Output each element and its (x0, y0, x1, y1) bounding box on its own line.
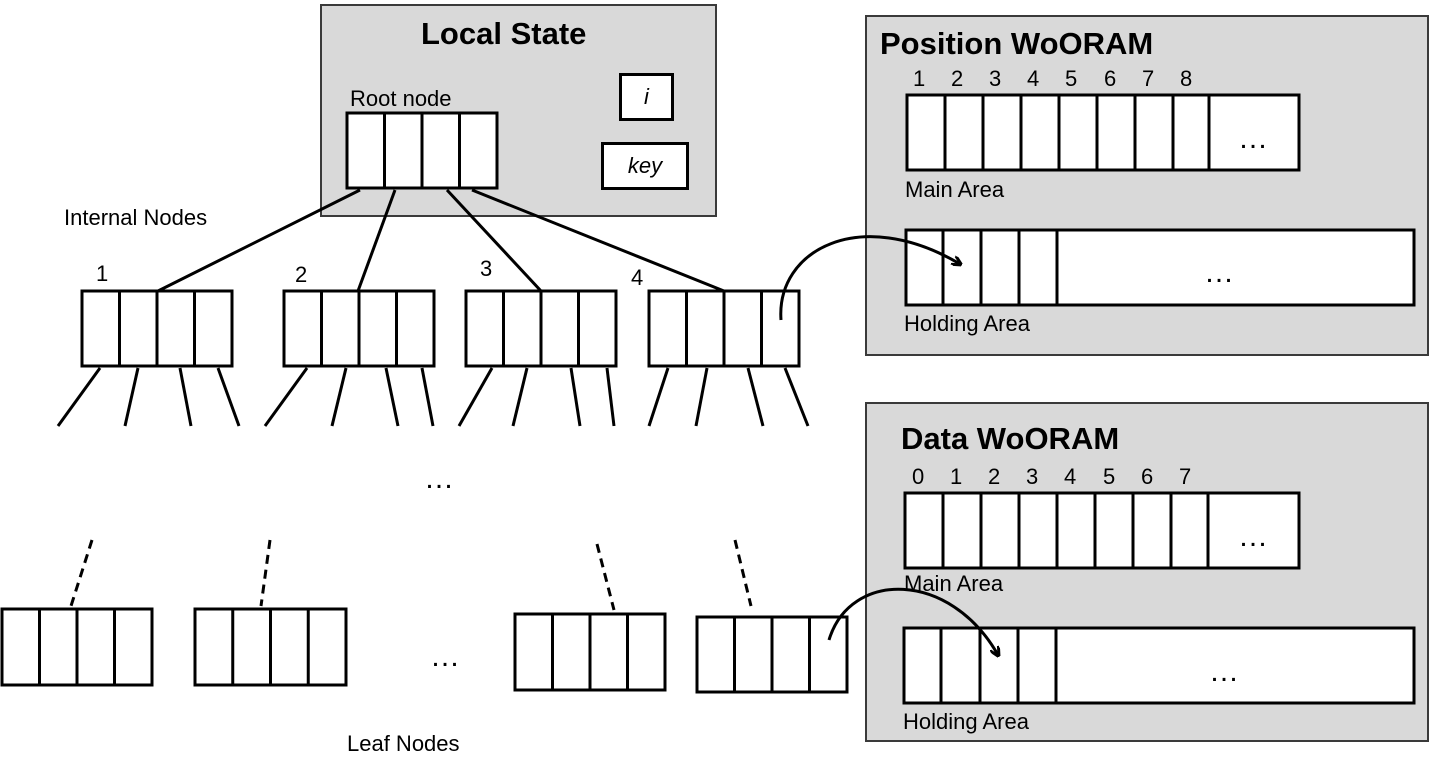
position-index: 4 (1027, 66, 1040, 91)
leaf-node-2 (193, 607, 348, 687)
leaf-row-ellipsis: … (430, 640, 461, 673)
internal-child-edges (56, 367, 810, 427)
leaf-nodes-label: Leaf Nodes (347, 731, 460, 756)
position-index: 5 (1065, 66, 1078, 91)
arrow-internal-to-position-holding (779, 235, 960, 321)
data-index: 3 (1026, 464, 1039, 489)
position-main-ellipsis: … (1238, 122, 1269, 155)
internal-node-index: 2 (295, 262, 308, 287)
root-node-label: Root node (350, 86, 452, 111)
data-index: 2 (988, 464, 1001, 489)
position-index: 3 (989, 66, 1002, 91)
position-index: 1 (913, 66, 926, 91)
data-main-ellipsis: … (1238, 520, 1269, 553)
data-index: 5 (1103, 464, 1116, 489)
position-holding-ellipsis: … (1204, 256, 1235, 289)
internal-node-4 (647, 289, 801, 368)
local-state-title: Local State (421, 16, 587, 51)
internal-nodes-label: Internal Nodes (64, 205, 208, 230)
data-holding-ellipsis: … (1209, 655, 1240, 688)
tree-middle-ellipsis: … (424, 462, 455, 495)
data-index: 4 (1064, 464, 1077, 489)
position-wooram-title: Position WoORAM (880, 26, 1154, 61)
root-node (345, 111, 499, 190)
data-index: 7 (1179, 464, 1192, 489)
position-index: 8 (1180, 66, 1193, 91)
data-index: 0 (912, 464, 925, 489)
data-index: 1 (950, 464, 963, 489)
local-var-i: i (619, 73, 674, 121)
internal-node-index: 3 (480, 256, 493, 281)
position-main-area (905, 93, 1301, 172)
position-index: 2 (951, 66, 964, 91)
leaf-dashed-edges (69, 539, 753, 611)
local-var-key: key (601, 142, 689, 190)
internal-node-index: 1 (96, 261, 109, 286)
internal-node-index: 4 (631, 265, 644, 290)
position-main-area-label: Main Area (905, 177, 1005, 202)
data-holding-area-label: Holding Area (903, 709, 1029, 734)
internal-node-3 (464, 289, 618, 368)
root-edges (157, 188, 725, 293)
position-holding-area-label: Holding Area (904, 311, 1030, 336)
data-main-area (903, 491, 1301, 570)
internal-node-1 (80, 289, 234, 368)
position-index: 7 (1142, 66, 1155, 91)
internal-node-2 (282, 289, 436, 368)
data-wooram-title: Data WoORAM (901, 421, 1120, 456)
position-holding-area (904, 228, 1416, 307)
data-index: 6 (1141, 464, 1154, 489)
arrow-leaf-to-data-holding (827, 587, 998, 655)
leaf-node-4 (695, 615, 849, 694)
position-index: 6 (1104, 66, 1117, 91)
data-holding-area (902, 626, 1416, 705)
leaf-node-1 (0, 607, 154, 687)
leaf-node-3 (513, 612, 667, 692)
